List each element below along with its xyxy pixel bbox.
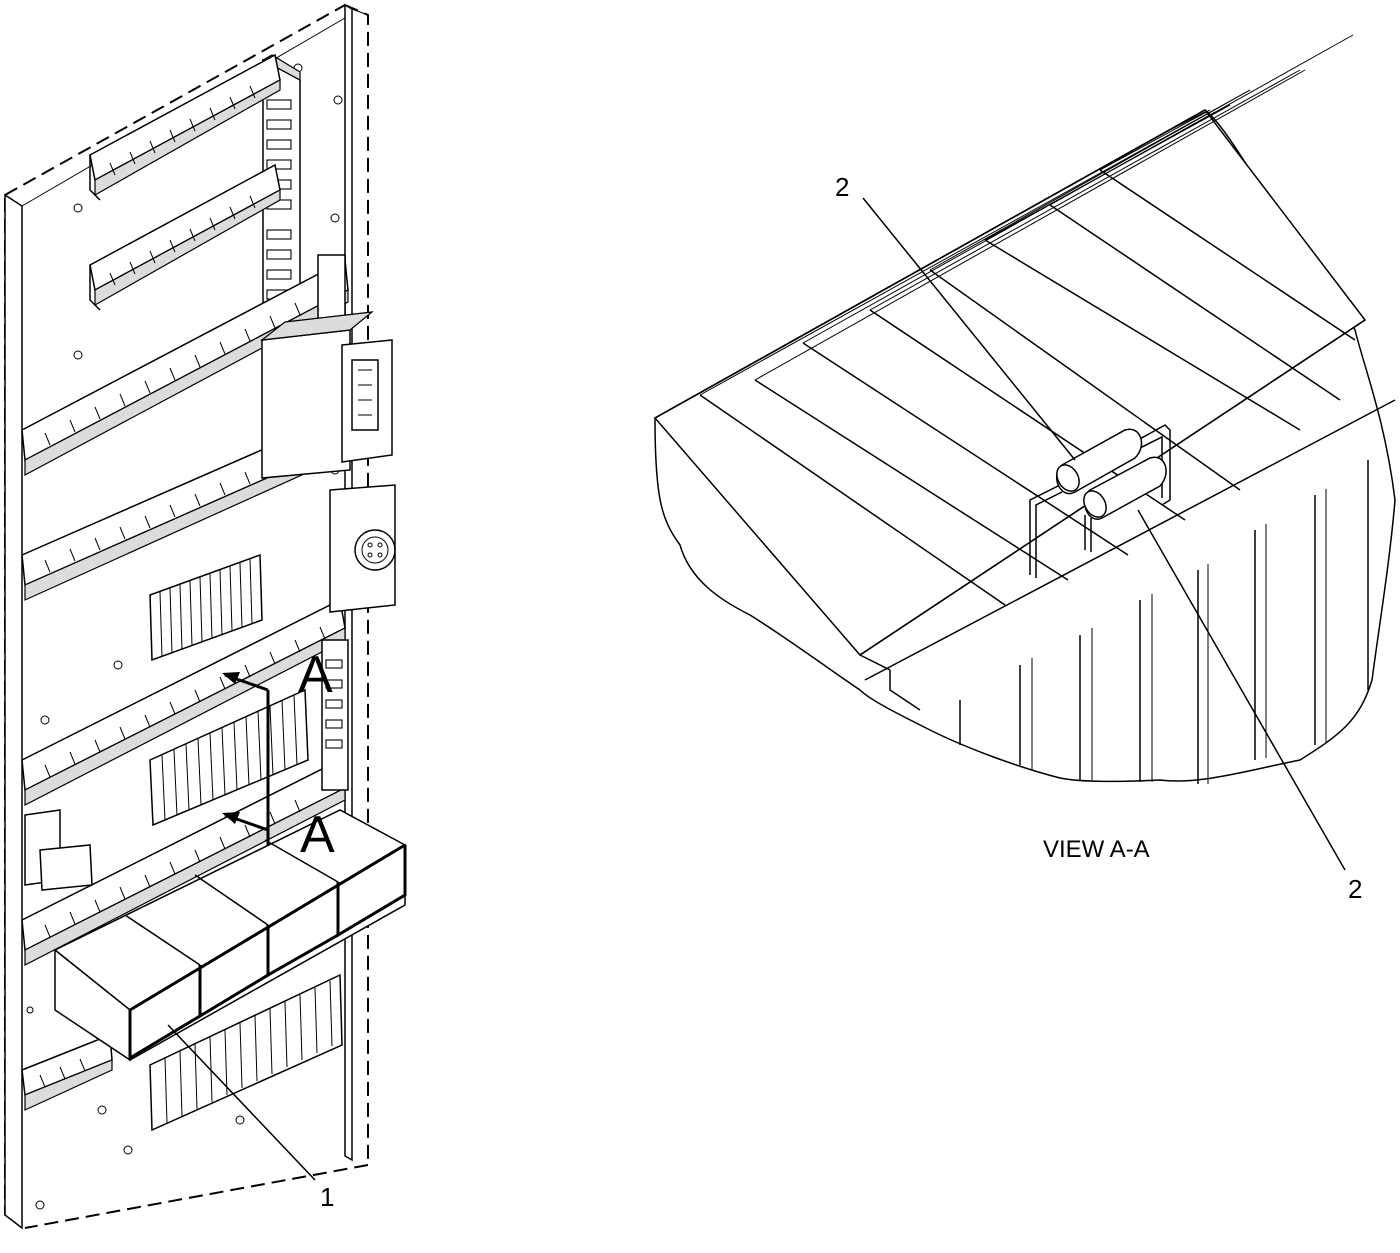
duct-slot-pattern (39, 85, 326, 1088)
callout-1: 1 (320, 1182, 334, 1212)
terminal-block-lower (149, 973, 343, 1132)
leader-line-1 (167, 1024, 316, 1181)
leader-line-2-top (862, 197, 1076, 461)
detail-break-outline (654, 109, 1396, 783)
interface-connector-module (259, 311, 393, 479)
panel-dashed-outline (4, 4, 346, 196)
horizontal-cable-duct-2 (89, 163, 281, 311)
view-a-a-detail: 2 2 VIEW A-A (653, 34, 1396, 904)
section-cut-line (222, 672, 270, 845)
module-assembly (53, 809, 407, 1062)
terminal-block-upper (149, 553, 263, 662)
panel-mounting-holes (26, 63, 343, 1210)
circular-connector (329, 484, 396, 613)
front-module-faces (959, 460, 1369, 784)
leader-line-2-bottom (1137, 509, 1346, 871)
callout-2-top: 2 (835, 172, 849, 202)
section-marker-upper: A (298, 646, 333, 704)
relay-box (24, 809, 93, 891)
module-row-top-face (653, 109, 1367, 656)
component-pair-with-bracket (1029, 424, 1171, 578)
rack-panel-assembly: A A 1 (4, 3, 407, 1230)
horizontal-cable-duct-7 (21, 1033, 113, 1111)
horizontal-cable-duct-1 (89, 53, 281, 201)
vertical-cable-duct (261, 54, 301, 332)
section-marker-lower: A (300, 806, 335, 864)
horizontal-cable-duct-5 (21, 598, 346, 806)
view-caption: VIEW A-A (1043, 836, 1150, 863)
left-mounting-rail (4, 193, 23, 1230)
callout-2-bottom: 2 (1348, 874, 1362, 904)
